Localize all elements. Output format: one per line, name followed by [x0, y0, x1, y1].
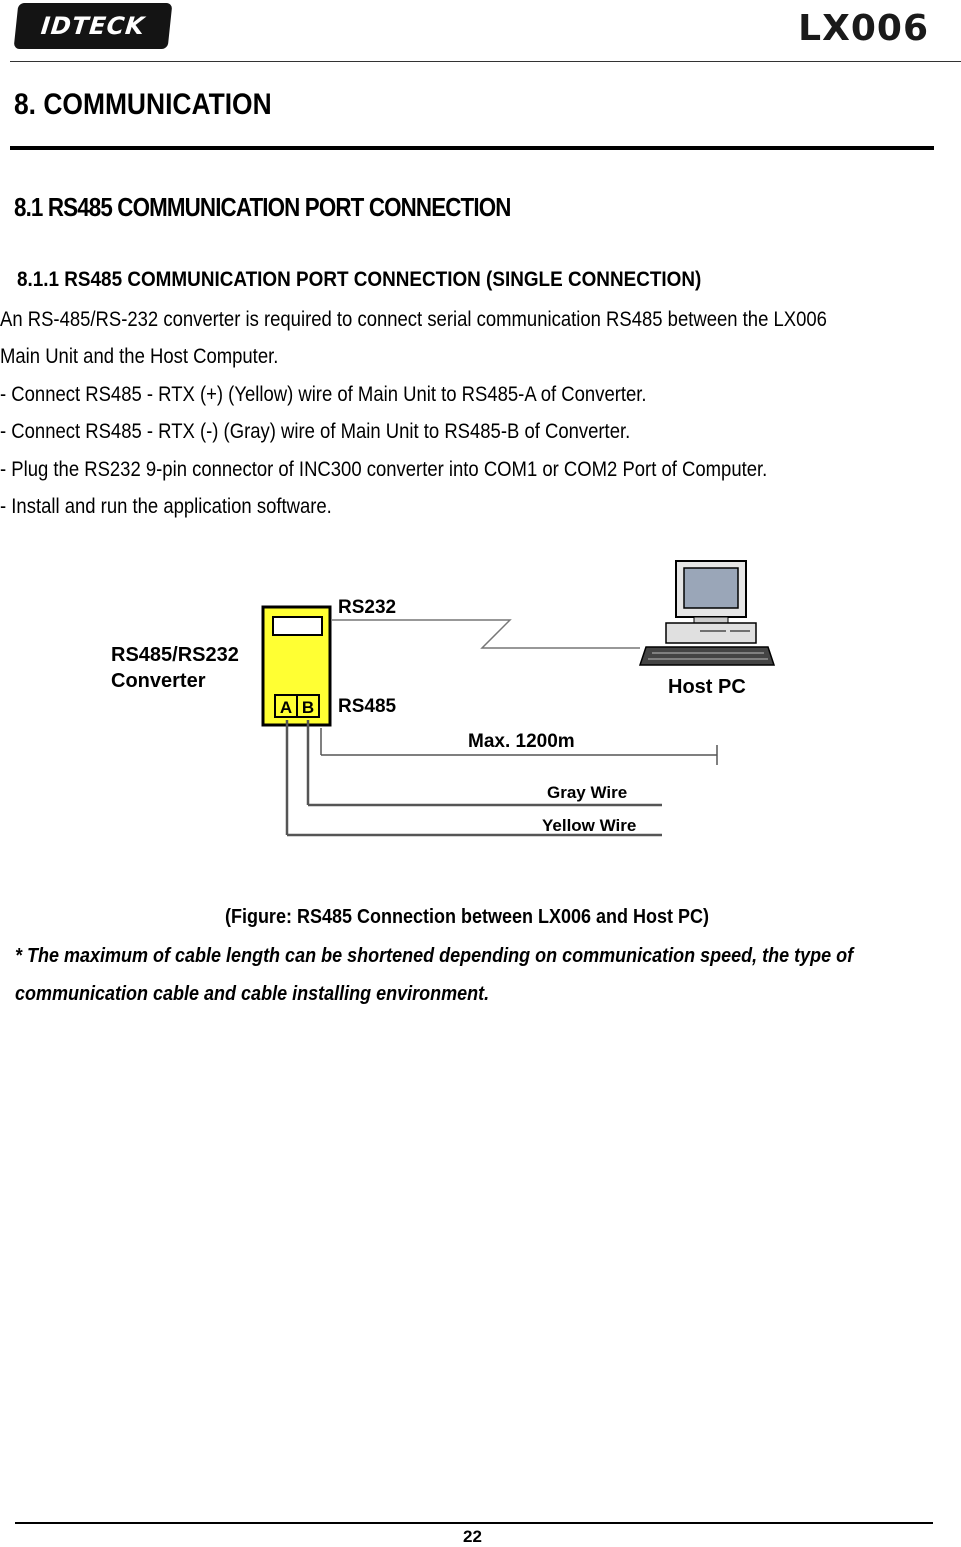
- page-number: 22: [463, 1527, 482, 1546]
- section-title: 8. COMMUNICATION: [14, 88, 272, 121]
- body-line: - Plug the RS232 9-pin connector of INC3…: [0, 458, 768, 481]
- note-line: communication cable and cable installing…: [15, 983, 490, 1005]
- rs232-port-label: RS232: [338, 597, 396, 618]
- converter-display: [272, 616, 323, 636]
- computer-icon: [638, 560, 776, 666]
- host-pc-label: Host PC: [668, 676, 746, 698]
- note-line: * The maximum of cable length can be sho…: [15, 945, 854, 967]
- body-line: Main Unit and the Host Computer.: [0, 345, 279, 368]
- rs485-connection-diagram: A B RS485/RS232 Converter RS232 RS485 Ho…: [111, 560, 776, 837]
- subsection-title: 8.1 RS485 COMMUNICATION PORT CONNECTION: [14, 192, 511, 222]
- section-divider: [10, 146, 934, 150]
- converter-label: Converter: [111, 670, 206, 692]
- header-divider: [10, 61, 961, 62]
- yellow-wire-label: Yellow Wire: [542, 816, 636, 835]
- body-line: - Connect RS485 - RTX (-) (Gray) wire of…: [0, 420, 631, 443]
- figure-caption: (Figure: RS485 Connection between LX006 …: [224, 906, 710, 928]
- body-line: An RS-485/RS-232 converter is required t…: [0, 308, 827, 331]
- subsubsection-title: 8.1.1 RS485 COMMUNICATION PORT CONNECTIO…: [17, 268, 702, 291]
- distance-label: Max. 1200m: [468, 731, 575, 752]
- body-line: - Connect RS485 - RTX (+) (Yellow) wire …: [0, 383, 647, 406]
- footer-divider: [15, 1522, 933, 1524]
- converter-label: RS485/RS232: [111, 644, 239, 666]
- rs232-cable: [332, 619, 640, 649]
- model-name: LX006: [798, 8, 929, 49]
- terminal-a-label: A: [280, 698, 292, 717]
- rs485-port-label: RS485: [338, 696, 397, 717]
- body-line: - Install and run the application softwa…: [0, 495, 332, 518]
- terminal-b-label: B: [302, 698, 314, 717]
- gray-wire-label: Gray Wire: [547, 783, 627, 802]
- idteck-logo: IDTECK: [13, 3, 173, 49]
